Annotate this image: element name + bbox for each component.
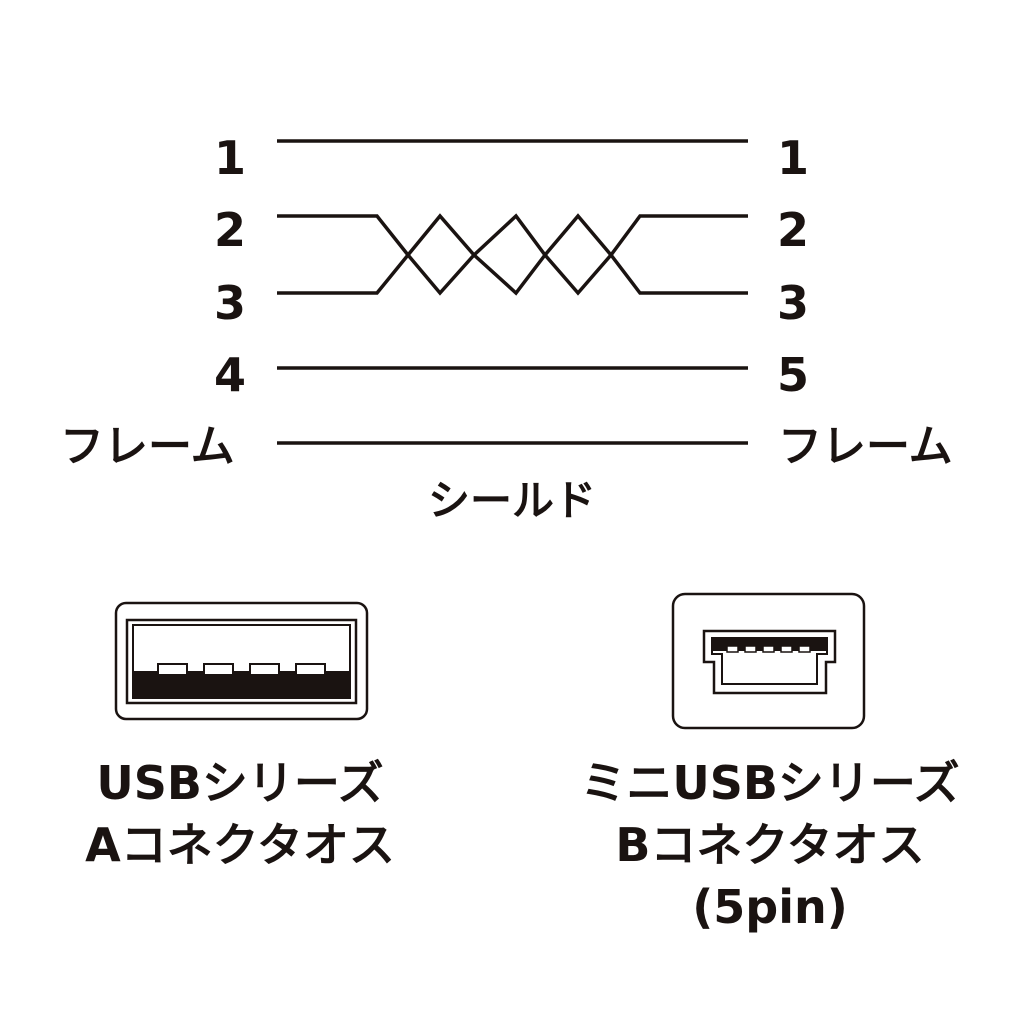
mini-usb-b-caption-line2: Bコネクタオス (615, 818, 925, 872)
usb-a-connector-icon (114, 601, 369, 721)
usb-a-caption-line2: Aコネクタオス (85, 818, 395, 872)
left-pin-2-label: 2 (213, 203, 246, 257)
mini-usb-b-connector-icon (671, 592, 866, 730)
mini-usb-b-caption-line3: (5pin) (692, 880, 848, 934)
usb-a-caption-line1: USBシリーズ (96, 756, 384, 810)
left-pin-3-label: 3 (213, 276, 246, 330)
wire-2 (277, 213, 748, 258)
left-pin-1-label: 1 (213, 131, 246, 185)
mini-usb-b-caption: ミニUSBシリーズ Bコネクタオス (5pin) (560, 752, 980, 938)
right-pin-5-label: 5 (776, 348, 809, 402)
wire-3 (277, 252, 748, 296)
right-pin-3-label: 3 (776, 276, 809, 330)
usb-a-caption: USBシリーズ Aコネクタオス (60, 752, 420, 876)
mini-usb-b-caption-line1: ミニUSBシリーズ (580, 756, 960, 810)
right-frame-label: フレーム (778, 421, 953, 472)
right-pin-2-label: 2 (776, 203, 809, 257)
right-pin-1-label: 1 (776, 131, 809, 185)
shield-label: シールド (427, 476, 596, 525)
left-frame-label: フレーム (60, 421, 235, 472)
left-pin-4-label: 4 (213, 348, 246, 402)
